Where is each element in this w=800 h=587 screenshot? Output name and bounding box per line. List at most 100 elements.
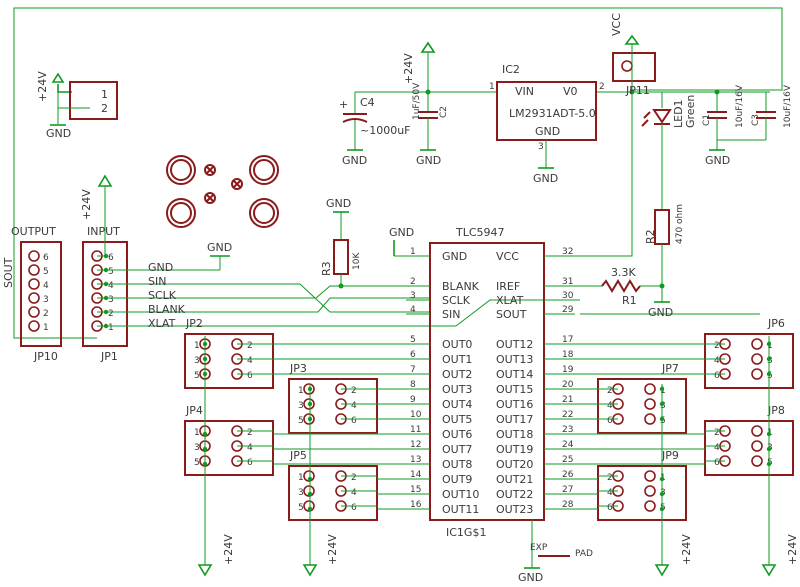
svg-text:GND: GND: [389, 226, 414, 239]
pin-pad: [751, 368, 763, 380]
pin-pad: [751, 455, 763, 467]
tlc-pin-name: OUT7: [442, 443, 472, 456]
tlc-pin-number: 19: [562, 365, 574, 375]
jp7-body: [597, 378, 687, 434]
pin-number: 6: [607, 503, 613, 513]
jp11-body: [612, 52, 656, 82]
svg-text:10K: 10K: [352, 252, 362, 270]
svg-text:2: 2: [101, 102, 108, 115]
pin-number: 2: [714, 341, 720, 351]
tlc-pin-number: 20: [562, 380, 574, 390]
jp4-body: [184, 420, 274, 476]
pin-number: 6: [247, 458, 253, 468]
jp9-label: JP9: [661, 449, 679, 462]
pin-number: 6: [108, 253, 114, 263]
tlc-pin-name: OUT15: [496, 383, 533, 396]
pin-number: 1: [298, 386, 304, 396]
tlc-pin-name: OUT16: [496, 398, 533, 411]
pin-number: 1: [108, 323, 114, 333]
pin-number: 3: [108, 295, 114, 305]
tlc-pin-number: 12: [410, 440, 421, 450]
pin-pad: [303, 470, 315, 482]
svg-text:GND: GND: [648, 306, 673, 319]
svg-text:3.3K: 3.3K: [611, 266, 636, 279]
pin-number: 6: [607, 416, 613, 426]
svg-text:JP1: JP1: [100, 350, 118, 363]
svg-text:VIN: VIN: [515, 85, 534, 98]
tlc-pin-name: OUT18: [496, 428, 533, 441]
r2-body: [654, 209, 670, 245]
pin-number: 5: [194, 371, 200, 381]
pin-pad: [28, 320, 40, 332]
svg-text:Green: Green: [684, 95, 697, 128]
tlc-pin-number: 30: [562, 291, 574, 301]
tlc-pin-number: 11: [410, 425, 421, 435]
tlc-pin-number: 18: [562, 350, 574, 360]
fiducial-marks: [204, 164, 243, 204]
tlc-pin-name: OUT9: [442, 473, 472, 486]
pin-pad: [644, 383, 656, 395]
pin-number: 4: [607, 401, 613, 411]
jp9-body: [597, 465, 687, 521]
tlc-pin-name: OUT5: [442, 413, 472, 426]
pin-pad: [751, 353, 763, 365]
svg-text:IC1G$1: IC1G$1: [446, 526, 486, 539]
pin-number: 2: [351, 473, 357, 483]
svg-text:JP11: JP11: [625, 84, 650, 97]
svg-text:GND: GND: [533, 172, 558, 185]
svg-text:10uF/16V: 10uF/16V: [735, 84, 745, 128]
svg-text:LM2931ADT-5.0: LM2931ADT-5.0: [509, 107, 596, 120]
tlc-pin-name: OUT20: [496, 458, 533, 471]
svg-text:GND: GND: [518, 571, 543, 584]
tlc-pin-number: 5: [410, 335, 416, 345]
pin-number: 5: [43, 267, 49, 277]
tlc-pin-name: OUT17: [496, 413, 533, 426]
pin-number: 5: [194, 458, 200, 468]
tlc-pin-number: 24: [562, 440, 574, 450]
svg-text:GND: GND: [535, 125, 560, 138]
svg-text:470 ohm: 470 ohm: [675, 204, 685, 244]
pin-number: 2: [607, 473, 613, 483]
tlc-pin-number: 22: [562, 410, 573, 420]
svg-text:LED1: LED1: [672, 99, 685, 128]
svg-text:SCLK: SCLK: [148, 289, 177, 302]
pin-number: 2: [247, 428, 253, 438]
pin-pad: [28, 250, 40, 262]
svg-text:SOUT: SOUT: [2, 257, 15, 288]
svg-text:1: 1: [489, 82, 495, 92]
svg-text:VCC: VCC: [610, 13, 623, 36]
pin-number: 1: [194, 428, 200, 438]
svg-text:C2: C2: [439, 106, 449, 118]
svg-text:GND: GND: [342, 154, 367, 167]
pin-number: 4: [351, 488, 357, 498]
tlc-pin-number: 17: [562, 335, 573, 345]
tlc-pin-name: SIN: [442, 308, 460, 321]
svg-text:GND: GND: [326, 197, 351, 210]
pin-number: 6: [247, 371, 253, 381]
pin-number: 6: [351, 503, 357, 513]
tlc-pin-name: XLAT: [496, 294, 524, 307]
tlc-pin-name: SCLK: [442, 294, 471, 307]
pin-number: 4: [247, 443, 253, 453]
svg-text:1uF/50V: 1uF/50V: [412, 82, 422, 120]
pin-number: 4: [43, 281, 49, 291]
tlc-pin-number: 21: [562, 395, 573, 405]
tlc-pin-number: 1: [410, 247, 416, 257]
tlc-pin-name: OUT13: [496, 353, 533, 366]
pin-pad: [751, 338, 763, 350]
tlc-pin-number: 9: [410, 395, 416, 405]
svg-text:INPUT: INPUT: [87, 225, 120, 238]
tlc-pin-name: GND: [442, 250, 467, 263]
jp7-label: JP7: [661, 362, 679, 375]
jp5-body: [288, 465, 378, 521]
pin-number: 1: [298, 473, 304, 483]
tlc-pin-number: 26: [562, 470, 574, 480]
pin-number: 3: [194, 443, 200, 453]
svg-text:R2: R2: [644, 229, 657, 244]
svg-text:JP10: JP10: [33, 350, 58, 363]
tlc-pin-name: SOUT: [496, 308, 527, 321]
tlc-pin-name: VCC: [496, 250, 519, 263]
